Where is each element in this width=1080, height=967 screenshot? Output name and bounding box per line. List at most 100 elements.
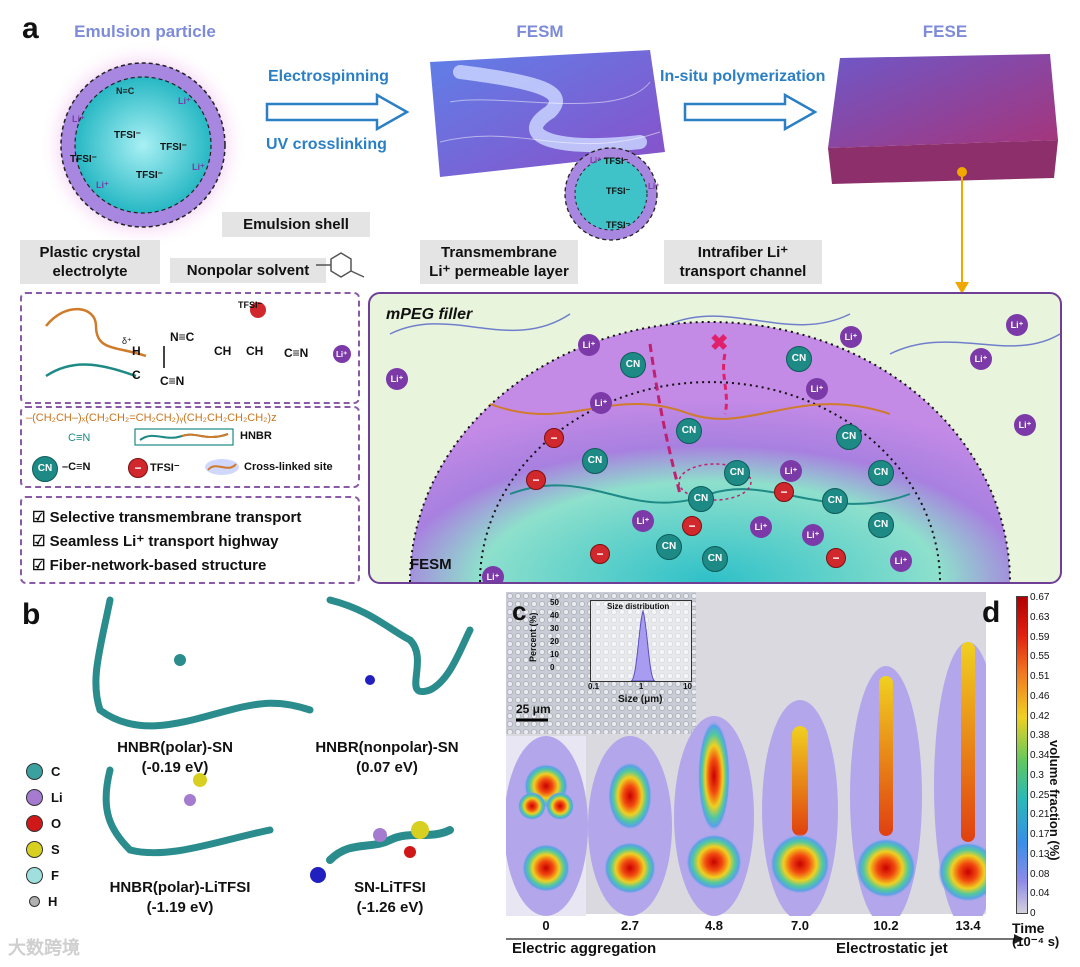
atom-color-swatch [26,866,43,884]
li-ion: Li⁺ [970,348,992,370]
tfsi-label: TFSI⁻ [606,186,631,196]
ch-group-label: CH [214,344,232,358]
colorbar-tick: 0.63 [1030,611,1050,623]
h-atom-label: H [132,344,141,358]
cn-legend-label: –C≡N [62,461,91,473]
cn-group: CN [702,546,728,572]
c-atom-label: C [132,368,141,382]
molecule-energy: (0.07 eV) [356,759,418,776]
cn-group: CN [582,448,608,474]
emulsion-title: Emulsion particle [74,22,216,41]
atom-legend-label: S [51,841,60,857]
li-ion-label: Li⁺ [590,156,602,165]
electrostatic-jet-label: Electrostatic jet [836,940,948,957]
sn-molecule-label: N≡C [116,86,135,96]
crosslink-icon [205,459,239,475]
time-tick: 4.8 [704,918,724,933]
in-situ-polymerization-label: In-situ polymerization [660,68,826,85]
simulation-frames-graphic [504,642,1002,930]
li-ion-label: Li⁺ [336,350,348,359]
li-ion-label: Li⁺ [648,182,660,191]
benzene-ring-icon [316,252,365,278]
tfsi-label: TFSI⁻ [238,300,263,310]
atom-legend-item: Li [26,784,86,810]
inset-y-tick: 40 [550,611,559,620]
li-ion: Li⁺ [802,524,824,546]
fese-electrolyte-graphic [828,54,1058,184]
panel-letter-a: a [22,12,39,45]
tfsi-ion: − [526,470,546,490]
panel-letter-c: c [512,596,527,626]
cn-group: CN [836,424,862,450]
cn-group: CN [688,486,714,512]
hnbr-formula-sub: C≡N [68,432,91,444]
colorbar-tick: 0.13 [1030,848,1050,860]
time-tick: 7.0 [790,918,810,933]
li-ion: Li⁺ [806,378,828,400]
intrafiber-label: Intrafiber Li⁺ transport channel [664,240,822,284]
li-ion-label: Li⁺ [192,162,205,172]
molecule-name: HNBR(polar)-LiTFSI [109,879,251,896]
fiber-zoom-panel: ✖ mPEG filler FESM Li⁺ Li⁺ Li⁺ Li⁺ Li⁺ L… [368,292,1062,584]
inset-x-label: Size (μm) [618,694,663,705]
feature-item: ☑ Fiber-network-based structure [32,557,267,574]
tfsi-ion: − [682,516,702,536]
panel-letter-b: b [22,598,41,631]
structure-legend-box [20,406,360,488]
colorbar-tick: 0.51 [1030,671,1050,682]
time-axis-arrow-icon [506,934,1024,944]
uv-crosslinking-label: UV crosslinking [266,136,387,153]
atom-legend-label: Li [51,789,63,805]
colorbar-tick: 0.59 [1030,631,1050,643]
panel-letter-d: d [982,596,1001,629]
electrospinning-label: Electrospinning [268,68,389,85]
tfsi-ion: − [590,544,610,564]
tfsi-ion: − [544,428,564,448]
li-ion-label: Li⁺ [178,96,191,106]
nc-group-label: N≡C [170,330,195,344]
li-ion-label: Li⁺ [96,180,109,190]
inset-x-tick: 1 [638,682,644,691]
tfsi-label: TFSI⁻ [114,130,141,141]
atom-legend-item: C [26,758,86,784]
li-ion: Li⁺ [1014,414,1036,436]
atom-legend-label: C [51,763,61,779]
watermark: 大数跨境 [8,938,80,958]
li-ion: Li⁺ [578,334,600,356]
mpeg-filler-label: mPEG filler [386,306,473,323]
li-ion: Li⁺ [590,392,612,414]
tfsi-ion: − [826,548,846,568]
emulsion-shell-label: Emulsion shell [222,212,370,237]
li-ion: Li⁺ [632,510,654,532]
tfsi-ion: − [774,482,794,502]
cn-group: CN [868,460,894,486]
molecule-name: SN-LiTFSI [354,879,426,896]
ch-group-label: CH [246,344,264,358]
time-axis-unit: (10⁻⁴ s) [1012,934,1060,949]
cn-group: CN [868,512,894,538]
colorbar-tick: 0.55 [1030,651,1050,663]
inset-y-tick: 50 [550,598,559,607]
colorbar-tick: 0.08 [1030,868,1050,880]
inset-x-tick: 10 [683,682,692,691]
tfsi-label: TFSI⁻ [160,142,187,153]
molecule-energy: (-1.26 eV) [356,899,424,916]
colorbar [1016,596,1028,914]
atom-legend-label: O [51,815,62,831]
cn-chip: CN [32,456,58,482]
li-ion: Li⁺ [750,516,772,538]
atom-legend-item: O [26,810,86,836]
li-ion: Li⁺ [780,460,802,482]
colorbar-tick: 0 [1030,908,1036,919]
size-distribution-inset: Size distribution [590,600,692,682]
transmembrane-label: Transmembrane Li⁺ permeable layer [420,240,578,284]
atom-color-swatch [26,840,43,858]
time-tick: 13.4 [955,918,981,933]
hnbr-chain-icon [134,428,234,446]
tfsi-label: TFSI⁻ [604,156,629,166]
features-box [20,496,360,584]
tfsi-chip: − [128,458,148,478]
cn-group: CN [822,488,848,514]
molecule-structures-graphic [92,596,474,883]
